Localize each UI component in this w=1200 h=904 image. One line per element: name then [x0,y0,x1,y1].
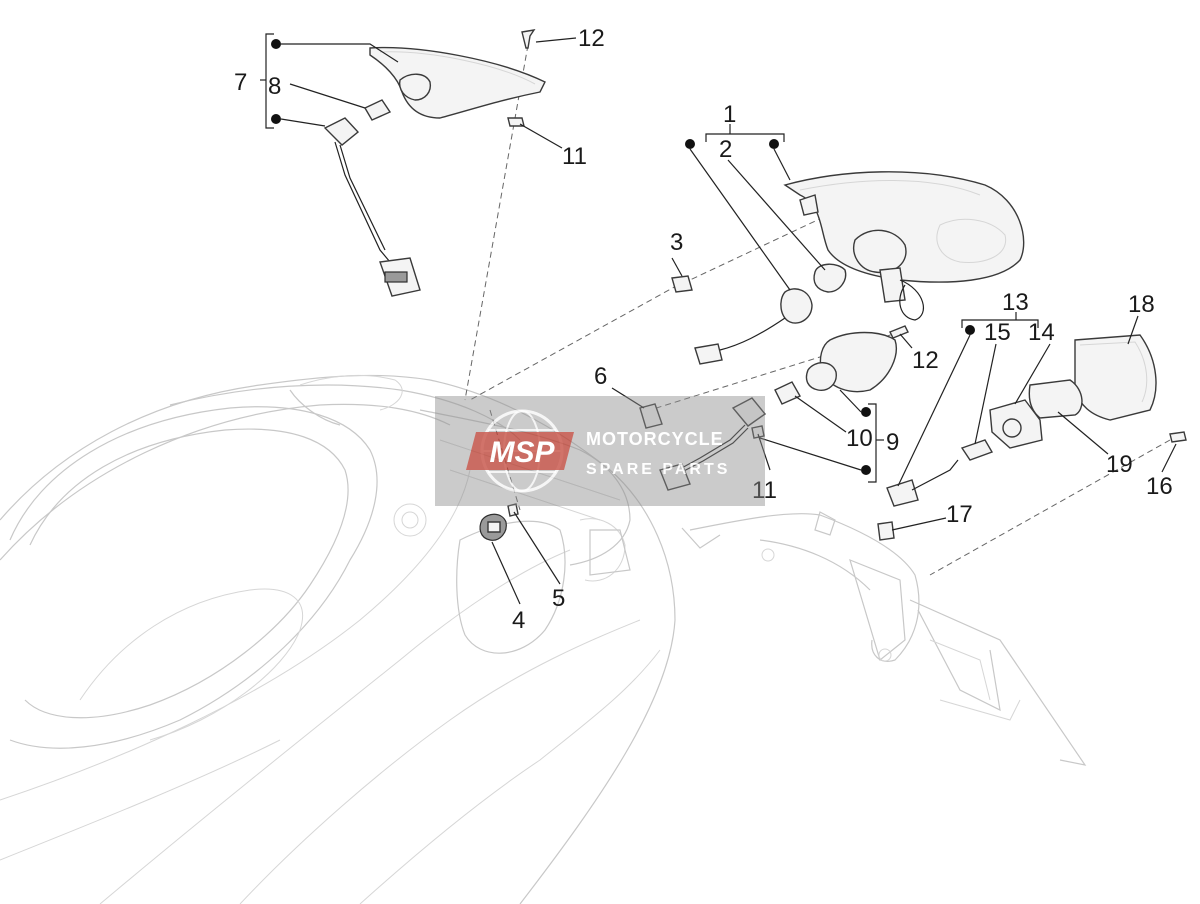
callout-labels: 7 8 12 11 1 2 3 12 6 10 9 11 5 4 13 15 1… [234,25,1173,634]
svg-text:MSP: MSP [489,436,555,469]
callout-4: 4 [512,607,525,634]
screw-5 [507,503,519,517]
plate-light-cover-18 [1074,334,1157,421]
callout-12-top: 12 [578,25,605,52]
plate-light-assembly [877,334,1187,541]
rear-indicator-assembly [639,325,909,491]
bulb-15 [960,439,994,461]
callout-17: 17 [946,501,973,528]
front-indicator-assembly [323,29,546,297]
bulb-holder-9 [731,397,767,427]
bulb-holder [323,117,360,146]
indicator-lens [369,46,546,119]
tail-light-housing [783,171,1025,283]
screw-16 [1169,431,1187,443]
callout-3: 3 [670,229,683,256]
mudguard-outline [681,511,1087,766]
watermark-line1: MOTORCYCLE [586,429,724,449]
callout-10: 10 [846,425,873,452]
callout-5: 5 [552,585,565,612]
bulb-8 [364,99,392,121]
tail-light-assembly [671,171,1025,365]
callout-12-right: 12 [912,347,939,374]
callout-14: 14 [1028,319,1055,346]
callout-18: 18 [1128,291,1155,318]
leader-lines [260,33,1177,605]
bulb-10 [774,381,801,405]
callout-13: 13 [1002,289,1029,316]
watermark-line2: SPARE PARTS [586,461,730,478]
callout-1: 1 [723,101,736,128]
body-small-parts [479,503,519,541]
screw-12b [889,325,909,339]
bulb-holder-1 [780,288,813,324]
callout-16: 16 [1146,473,1173,500]
indicator-lens-rear [819,331,897,393]
lens-19 [1028,379,1083,419]
callout-15: 15 [984,319,1011,346]
watermark-logo: MSP [466,432,574,470]
clip-3 [671,275,693,293]
callout-11-top: 11 [562,143,587,170]
callout-8: 8 [268,73,281,100]
callout-6: 6 [594,363,607,390]
screw-12a [521,29,536,49]
callout-9: 9 [886,429,899,456]
socket-13 [886,479,919,507]
connector-6 [639,403,663,429]
callout-2: 2 [719,136,732,163]
bulb-2 [813,263,847,293]
callout-11-mid: 11 [752,477,777,504]
watermark: MSP MOTORCYCLE SPARE PARTS [435,396,765,506]
clip-17 [877,521,895,541]
clip-11b [751,425,765,439]
callout-19: 19 [1106,451,1133,478]
scooter-body-outline [0,374,676,904]
callout-7: 7 [234,69,247,96]
